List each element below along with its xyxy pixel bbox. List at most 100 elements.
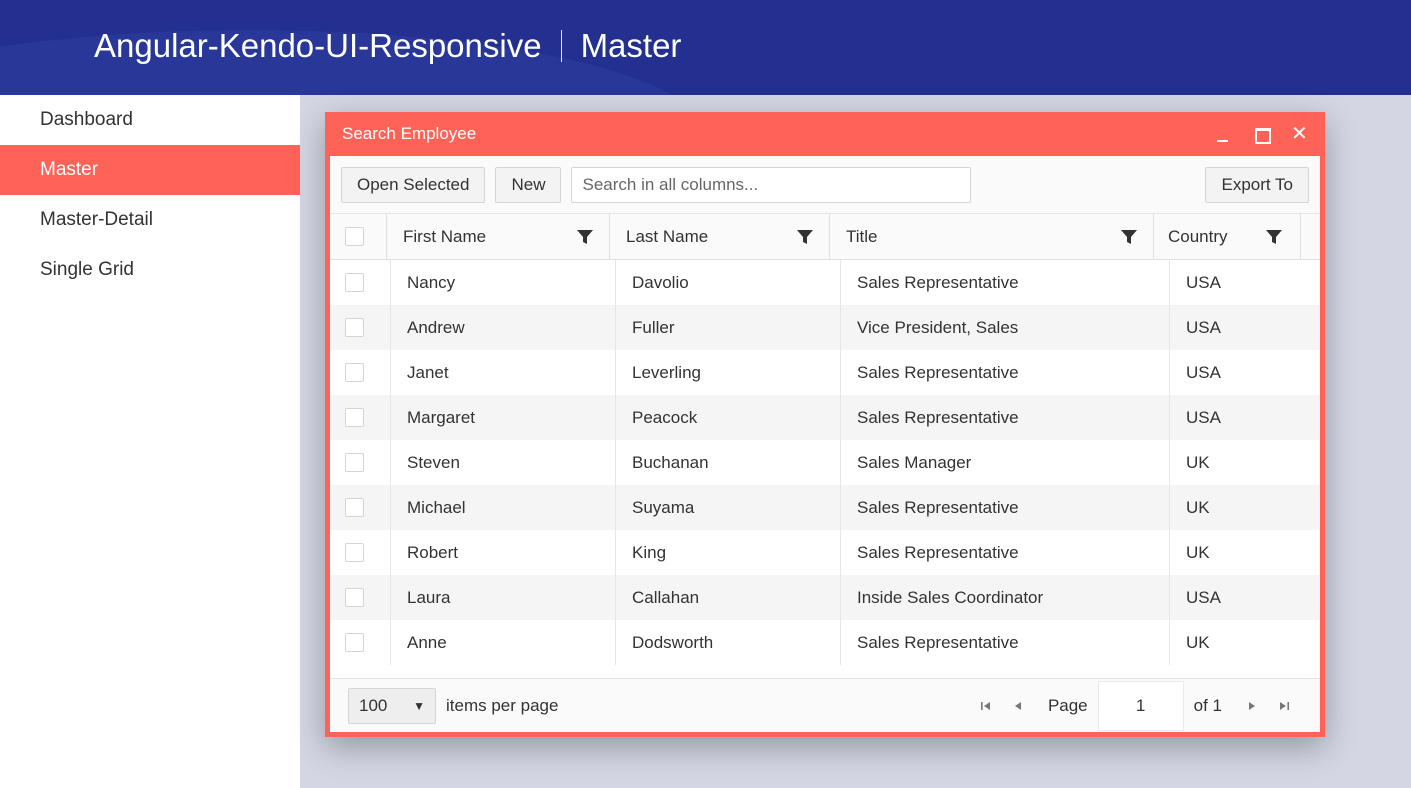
sidebar-item-label: Master <box>40 159 99 180</box>
last-page-icon[interactable] <box>1268 690 1300 722</box>
sidebar-item-single-grid[interactable]: Single Grid <box>0 245 300 295</box>
app-header: Angular-Kendo-UI-Responsive Master <box>0 0 1411 95</box>
row-select-cell <box>330 530 391 575</box>
filter-icon[interactable] <box>1121 229 1137 245</box>
filter-icon[interactable] <box>577 229 593 245</box>
table-row[interactable]: Robert King Sales Representative UK <box>330 530 1320 575</box>
cell-country: USA <box>1186 317 1221 337</box>
cell-first-name: Janet <box>391 350 616 395</box>
column-header-title[interactable]: Title <box>830 214 1154 259</box>
row-checkbox[interactable] <box>345 363 364 382</box>
search-employee-window: Search Employee ✕ Open Selected New Expo… <box>325 112 1325 737</box>
open-selected-button[interactable]: Open Selected <box>341 166 486 203</box>
new-button[interactable]: New <box>495 166 562 203</box>
page-size-dropdown[interactable]: 100 ▼ <box>348 687 436 724</box>
cell-country: USA <box>1186 362 1221 382</box>
cell-country: USA <box>1186 407 1221 427</box>
cell-last-name: Dodsworth <box>616 620 841 665</box>
column-header-label: First Name <box>403 226 487 246</box>
row-select-cell <box>330 620 391 665</box>
column-header-label: Title <box>846 226 878 246</box>
cell-country: USA <box>1186 272 1221 292</box>
row-select-cell <box>330 305 391 350</box>
cell-country: USA <box>1186 587 1221 607</box>
caret-down-icon: ▼ <box>413 698 425 713</box>
table-row[interactable]: Janet Leverling Sales Representative USA <box>330 350 1320 395</box>
page-size-value: 100 <box>359 695 388 715</box>
previous-page-icon[interactable] <box>1002 690 1034 722</box>
cell-first-name: Andrew <box>391 305 616 350</box>
sidebar-item-label: Single Grid <box>40 259 134 280</box>
cell-last-name: Leverling <box>616 350 841 395</box>
row-checkbox[interactable] <box>345 408 364 427</box>
first-page-icon[interactable] <box>970 690 1002 722</box>
column-header-label: Country <box>1168 226 1228 246</box>
row-checkbox[interactable] <box>345 318 364 337</box>
filter-icon[interactable] <box>797 229 813 245</box>
cell-first-name: Nancy <box>391 260 616 305</box>
minimize-icon[interactable] <box>1215 124 1231 144</box>
sidebar: Dashboard Master Master-Detail Single Gr… <box>0 95 300 788</box>
cell-first-name: Michael <box>391 485 616 530</box>
table-row[interactable]: Nancy Davolio Sales Representative USA <box>330 260 1320 305</box>
cell-first-name: Margaret <box>391 395 616 440</box>
table-row[interactable]: Andrew Fuller Vice President, Sales USA <box>330 305 1320 350</box>
window-actions: ✕ <box>1215 123 1308 145</box>
header-select-cell <box>330 214 387 259</box>
sidebar-item-label: Dashboard <box>40 109 133 130</box>
cell-first-name: Anne <box>391 620 616 665</box>
cell-title: Sales Representative <box>841 350 1170 395</box>
table-row[interactable]: Michael Suyama Sales Representative UK <box>330 485 1320 530</box>
cell-title: Inside Sales Coordinator <box>841 575 1170 620</box>
select-all-checkbox[interactable] <box>345 227 364 246</box>
column-header-last-name[interactable]: Last Name <box>610 214 830 259</box>
row-select-cell <box>330 395 391 440</box>
export-button[interactable]: Export To <box>1205 166 1309 203</box>
cell-country: UK <box>1186 632 1210 652</box>
sidebar-item-master-detail[interactable]: Master-Detail <box>0 195 300 245</box>
row-checkbox[interactable] <box>345 273 364 292</box>
row-checkbox[interactable] <box>345 543 364 562</box>
next-page-icon[interactable] <box>1236 690 1268 722</box>
cell-last-name: Callahan <box>616 575 841 620</box>
page-number-input[interactable] <box>1097 681 1184 731</box>
header-title: Angular-Kendo-UI-Responsive Master <box>94 26 681 66</box>
cell-last-name: Peacock <box>616 395 841 440</box>
table-row[interactable]: Laura Callahan Inside Sales Coordinator … <box>330 575 1320 620</box>
cell-title: Vice President, Sales <box>841 305 1170 350</box>
row-checkbox[interactable] <box>345 498 364 517</box>
row-checkbox[interactable] <box>345 453 364 472</box>
column-header-country[interactable]: Country <box>1154 214 1301 259</box>
window-title: Search Employee <box>342 124 477 143</box>
column-header-first-name[interactable]: First Name <box>387 214 610 259</box>
sidebar-item-label: Master-Detail <box>40 209 153 230</box>
cell-title: Sales Representative <box>841 485 1170 530</box>
items-per-page-label: items per page <box>446 695 559 715</box>
page-count-label: of 1 <box>1193 696 1222 715</box>
table-row[interactable]: Steven Buchanan Sales Manager UK <box>330 440 1320 485</box>
table-row[interactable]: Anne Dodsworth Sales Representative UK <box>330 620 1320 665</box>
row-checkbox[interactable] <box>345 588 364 607</box>
table-row[interactable]: Margaret Peacock Sales Representative US… <box>330 395 1320 440</box>
search-input[interactable] <box>571 166 972 203</box>
sidebar-item-dashboard[interactable]: Dashboard <box>0 95 300 145</box>
column-header-label: Last Name <box>626 226 709 246</box>
filter-icon[interactable] <box>1266 229 1282 245</box>
page-label: Page <box>1047 696 1088 715</box>
window-content: Open Selected New Export To First Name L… <box>330 156 1320 732</box>
close-icon[interactable]: ✕ <box>1291 123 1308 145</box>
cell-last-name: Fuller <box>616 305 841 350</box>
row-select-cell <box>330 350 391 395</box>
cell-last-name: Suyama <box>616 485 841 530</box>
cell-title: Sales Manager <box>841 440 1170 485</box>
cell-title: Sales Representative <box>841 530 1170 575</box>
pager-navigation: Page of 1 <box>970 679 1300 733</box>
grid-header: First Name Last Name Title Country <box>330 214 1320 260</box>
maximize-icon[interactable] <box>1253 124 1271 144</box>
window-titlebar[interactable]: Search Employee ✕ <box>325 112 1325 156</box>
grid-pager: 100 ▼ items per page Page of 1 <box>330 678 1320 732</box>
cell-last-name: Buchanan <box>616 440 841 485</box>
row-checkbox[interactable] <box>345 633 364 652</box>
sidebar-item-master[interactable]: Master <box>0 145 300 195</box>
row-select-cell <box>330 440 391 485</box>
